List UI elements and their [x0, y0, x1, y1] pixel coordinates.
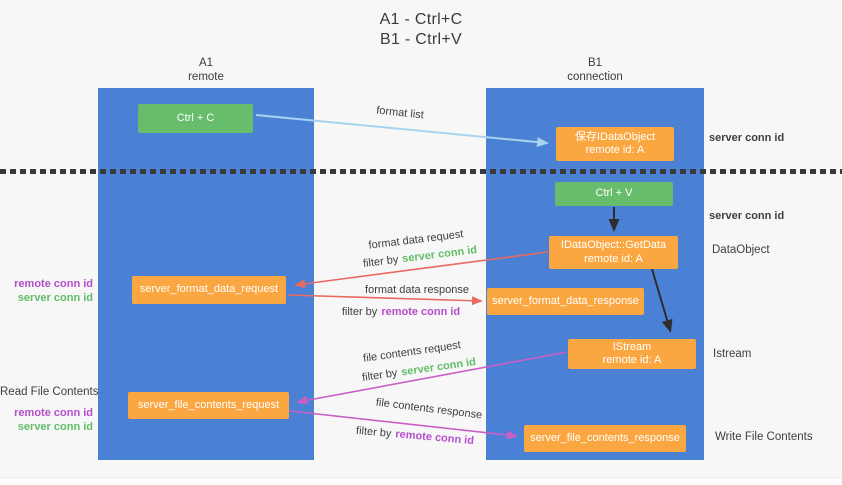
save-idataobject-node: 保存IDataObject remote id: A — [556, 127, 674, 161]
getdata-line1: IDataObject::GetData — [560, 239, 667, 251]
diagram-title: A1 - Ctrl+C B1 - Ctrl+V — [0, 10, 842, 50]
getdata-to-istream-arrow — [651, 268, 673, 333]
server-format-data-response-node: server_format_data_response — [487, 288, 644, 315]
server-file-contents-request-label: server_file_contents_request — [137, 398, 280, 411]
lane-a1-name: A1 — [198, 57, 214, 69]
read-file-contents-label: Read File Contents — [0, 386, 99, 398]
file-contents-response-arrow — [289, 410, 518, 440]
idataobject-getdata-node: IDataObject::GetData remote id: A — [549, 236, 678, 269]
server-file-contents-response-label: server_file_contents_response — [530, 431, 680, 444]
format-data-response-label: format data response — [365, 284, 469, 296]
left-conn-id-stack-1: remote conn id server conn id — [0, 277, 93, 305]
save-idataobject-line1: 保存IDataObject — [574, 130, 656, 143]
save-idataobject-line2: remote id: A — [585, 144, 645, 156]
istream-line2: remote id: A — [602, 354, 662, 366]
server-format-data-response-label: server_format_data_response — [492, 294, 639, 307]
title-line-2: B1 - Ctrl+V — [380, 31, 462, 48]
lane-b1-name: B1 — [587, 57, 603, 69]
lane-a1-subtitle: remote — [188, 71, 224, 83]
ctrl-v-node: Ctrl + V — [555, 182, 673, 206]
file-contents-request-arrow — [296, 351, 568, 405]
ctrl-v-label: Ctrl + V — [595, 187, 633, 200]
format-data-request-arrow — [294, 251, 549, 289]
istream-line1: IStream — [612, 340, 652, 353]
server-file-contents-response-node: server_file_contents_response — [524, 425, 686, 452]
dataobject-label: DataObject — [712, 244, 770, 256]
server-conn-id-right-top: server conn id — [709, 132, 785, 144]
left-conn-id-stack-2: remote conn id server conn id — [0, 406, 93, 434]
server-conn-id-right-mid: server conn id — [709, 210, 785, 222]
getdata-line2: remote id: A — [584, 252, 643, 265]
format-data-response-arrow — [287, 294, 483, 306]
format-list-arrow — [255, 114, 549, 148]
ctrl-c-label: Ctrl + C — [176, 111, 215, 124]
server-format-data-request-node: server_format_data_request — [132, 276, 286, 304]
remote-conn-id-left-1: remote conn id — [14, 278, 93, 290]
server-format-data-request-label: server_format_data_request — [139, 283, 279, 296]
dotted-separator — [0, 169, 842, 174]
lane-b1-subtitle: connection — [567, 71, 623, 83]
bottom-strip — [0, 477, 842, 485]
istream-node: IStream remote id: A — [568, 339, 696, 369]
istream-side-label: Istream — [713, 348, 752, 360]
lane-header-b1: B1 connection — [567, 56, 623, 84]
server-conn-id-left-1: server conn id — [17, 292, 93, 304]
remote-conn-id-left-2: remote conn id — [14, 407, 93, 419]
lane-header-a1: A1 remote — [188, 56, 224, 84]
server-conn-id-left-2: server conn id — [17, 421, 93, 433]
title-line-1: A1 - Ctrl+C — [379, 11, 463, 28]
ctrl-c-node: Ctrl + C — [138, 104, 253, 133]
write-file-contents-label: Write File Contents — [715, 431, 813, 443]
server-file-contents-request-node: server_file_contents_request — [128, 392, 289, 419]
